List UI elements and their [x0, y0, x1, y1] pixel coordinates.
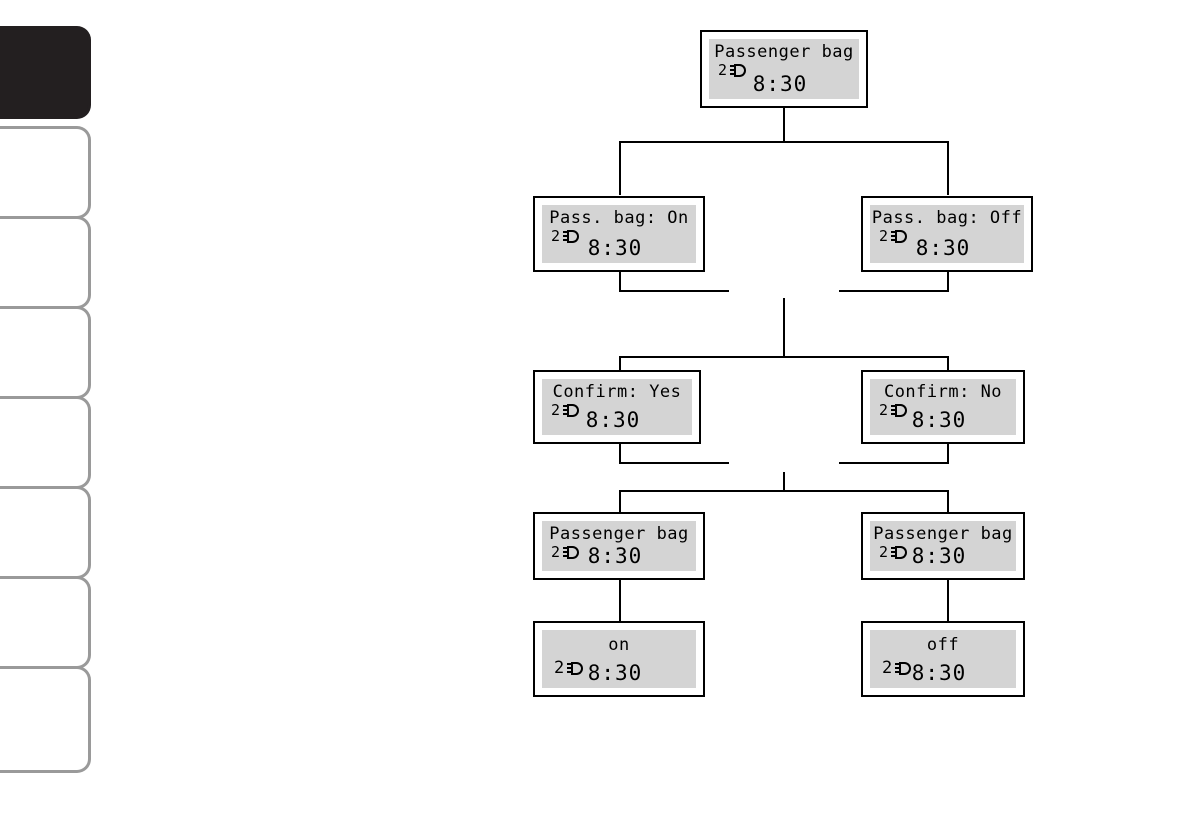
lcd-title: off — [926, 635, 960, 655]
lcd-title: Passenger bag — [549, 524, 689, 544]
lcd-clock: 8:30 — [911, 408, 967, 432]
connector-no-left — [839, 462, 949, 464]
lcd-icon-row: 2 — [551, 544, 580, 560]
lcd-title: Passenger bag — [873, 524, 1013, 544]
lcd-clock: 8:30 — [585, 408, 641, 432]
connector-split-1-left — [619, 141, 621, 195]
headlight-icon — [562, 229, 580, 243]
lcd-icon-count: 2 — [879, 401, 889, 419]
lcd-icon-row: 2 — [718, 62, 747, 78]
connector-split-2 — [619, 356, 949, 358]
lcd-icon-row: 2 — [554, 658, 584, 678]
sidebar-tab-7[interactable] — [0, 576, 91, 669]
lcd-icon-row: 2 — [879, 228, 908, 244]
connector-result-left-down — [619, 580, 621, 621]
lcd-panel: Confirm: No 2 8:30 — [870, 379, 1016, 435]
connector-yes-right — [619, 462, 729, 464]
lcd-screen-pass-bag-on[interactable]: Pass. bag: On 2 8:30 — [533, 196, 705, 272]
connector-on-down — [619, 272, 621, 292]
connector-off-left — [839, 290, 949, 292]
lcd-clock: 8:30 — [587, 236, 643, 260]
lcd-panel: Pass. bag: On 2 8:30 — [542, 205, 696, 263]
lcd-icon-row: 2 — [879, 544, 908, 560]
lcd-screen-confirm-no[interactable]: Confirm: No 2 8:30 — [861, 370, 1025, 444]
lcd-screen-result-left[interactable]: Passenger bag 2 8:30 — [533, 512, 705, 580]
connector-split-2-right — [947, 356, 949, 370]
sidebar-tab-1[interactable] — [0, 26, 91, 119]
lcd-title: Pass. bag: On — [549, 208, 689, 228]
connector-off-down — [947, 272, 949, 292]
lcd-title: Confirm: No — [883, 382, 1003, 402]
headlight-icon — [566, 661, 584, 675]
headlight-icon — [894, 661, 912, 675]
connector-split-3 — [619, 490, 949, 492]
connector-split-1-right — [947, 141, 949, 195]
lcd-clock: 8:30 — [915, 236, 971, 260]
lcd-screen-state-on[interactable]: on 2 8:30 — [533, 621, 705, 697]
lcd-icon-row: 2 — [882, 658, 912, 678]
lcd-icon-count: 2 — [879, 543, 889, 561]
connector-root-down — [783, 108, 785, 141]
headlight-icon — [890, 545, 908, 559]
lcd-screen-root[interactable]: Passenger bag 2 8:30 — [700, 30, 868, 108]
sidebar-tab-4[interactable] — [0, 306, 91, 399]
lcd-clock: 8:30 — [587, 544, 643, 568]
sidebar-tab-8[interactable] — [0, 666, 91, 773]
lcd-title: Pass. bag: Off — [871, 208, 1023, 228]
lcd-panel: Passenger bag 2 8:30 — [709, 39, 859, 99]
headlight-icon — [890, 229, 908, 243]
connector-on-right — [619, 290, 729, 292]
lcd-icon-count: 2 — [551, 401, 561, 419]
sidebar — [0, 0, 95, 839]
lcd-icon-count: 2 — [554, 658, 565, 678]
sidebar-tab-6[interactable] — [0, 486, 91, 579]
headlight-icon — [729, 63, 747, 77]
headlight-icon — [890, 403, 908, 417]
connector-split-3-left — [619, 490, 621, 512]
lcd-screen-pass-bag-off[interactable]: Pass. bag: Off 2 8:30 — [861, 196, 1033, 272]
lcd-title: Confirm: Yes — [552, 382, 682, 402]
lcd-panel: off 2 8:30 — [870, 630, 1016, 688]
sidebar-tab-2[interactable] — [0, 126, 91, 219]
lcd-icon-count: 2 — [879, 227, 889, 245]
lcd-panel: Confirm: Yes 2 8:30 — [542, 379, 692, 435]
lcd-panel: Pass. bag: Off 2 8:30 — [870, 205, 1024, 263]
sidebar-tab-3[interactable] — [0, 216, 91, 309]
lcd-icon-row: 2 — [551, 228, 580, 244]
sidebar-tab-5[interactable] — [0, 396, 91, 489]
connector-split-2-left — [619, 356, 621, 370]
lcd-clock: 8:30 — [587, 661, 643, 685]
lcd-icon-count: 2 — [551, 543, 561, 561]
lcd-icon-count: 2 — [882, 658, 893, 678]
lcd-screen-confirm-yes[interactable]: Confirm: Yes 2 8:30 — [533, 370, 701, 444]
lcd-icon-row: 2 — [551, 402, 580, 418]
connector-split-1 — [619, 141, 949, 143]
lcd-clock: 8:30 — [911, 661, 967, 685]
connector-split-3-right — [947, 490, 949, 512]
lcd-clock: 8:30 — [752, 72, 808, 96]
lcd-screen-state-off[interactable]: off 2 8:30 — [861, 621, 1025, 697]
lcd-title: Passenger bag — [714, 42, 854, 62]
lcd-panel: on 2 8:30 — [542, 630, 696, 688]
headlight-icon — [562, 545, 580, 559]
lcd-panel: Passenger bag 2 8:30 — [542, 521, 696, 571]
lcd-panel: Passenger bag 2 8:30 — [870, 521, 1016, 571]
lcd-clock: 8:30 — [911, 544, 967, 568]
headlight-icon — [562, 403, 580, 417]
connector-yes-down — [619, 444, 621, 464]
lcd-icon-row: 2 — [879, 402, 908, 418]
lcd-screen-result-right[interactable]: Passenger bag 2 8:30 — [861, 512, 1025, 580]
lcd-icon-count: 2 — [551, 227, 561, 245]
connector-merge-1 — [783, 298, 785, 358]
connector-result-right-down — [947, 580, 949, 621]
connector-no-down — [947, 444, 949, 464]
lcd-title: on — [608, 635, 630, 655]
connector-merge-2 — [783, 472, 785, 492]
lcd-icon-count: 2 — [718, 61, 728, 79]
